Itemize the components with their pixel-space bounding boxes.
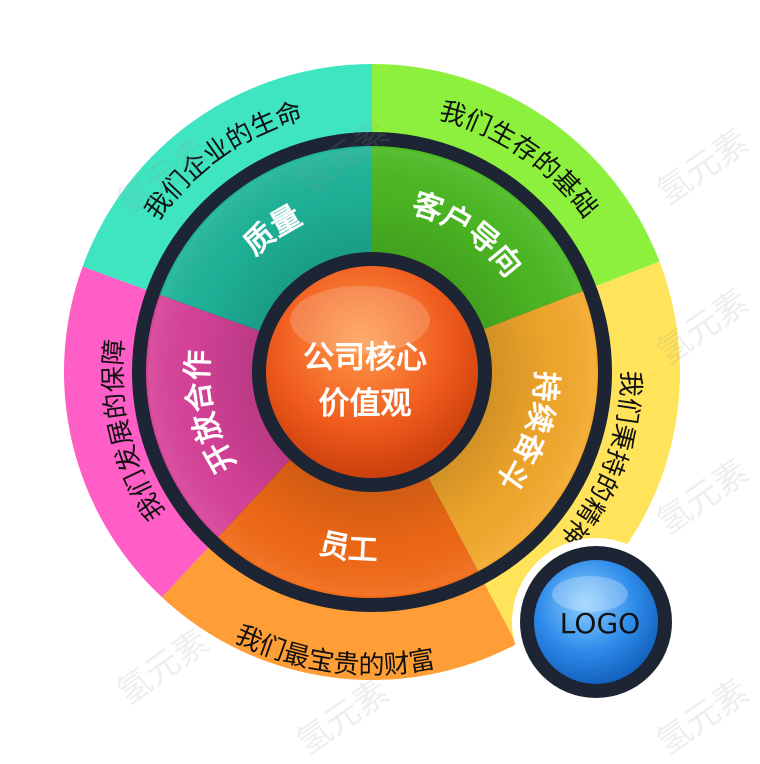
outer-segment-1 xyxy=(82,64,372,291)
logo-text: LOGO xyxy=(560,607,640,640)
logo-highlight xyxy=(552,576,628,612)
outer-segment-4 xyxy=(161,546,517,681)
logo-badge[interactable] xyxy=(534,560,658,684)
center-title-line1: 公司核心 xyxy=(303,340,427,376)
center-title-line2: 价值观 xyxy=(319,386,412,422)
center-circle xyxy=(266,266,478,478)
outer-segment-2 xyxy=(372,64,660,287)
center-highlight xyxy=(290,286,430,354)
outer-segment-5 xyxy=(63,266,210,598)
segment-label-4: 员工 xyxy=(316,526,378,568)
